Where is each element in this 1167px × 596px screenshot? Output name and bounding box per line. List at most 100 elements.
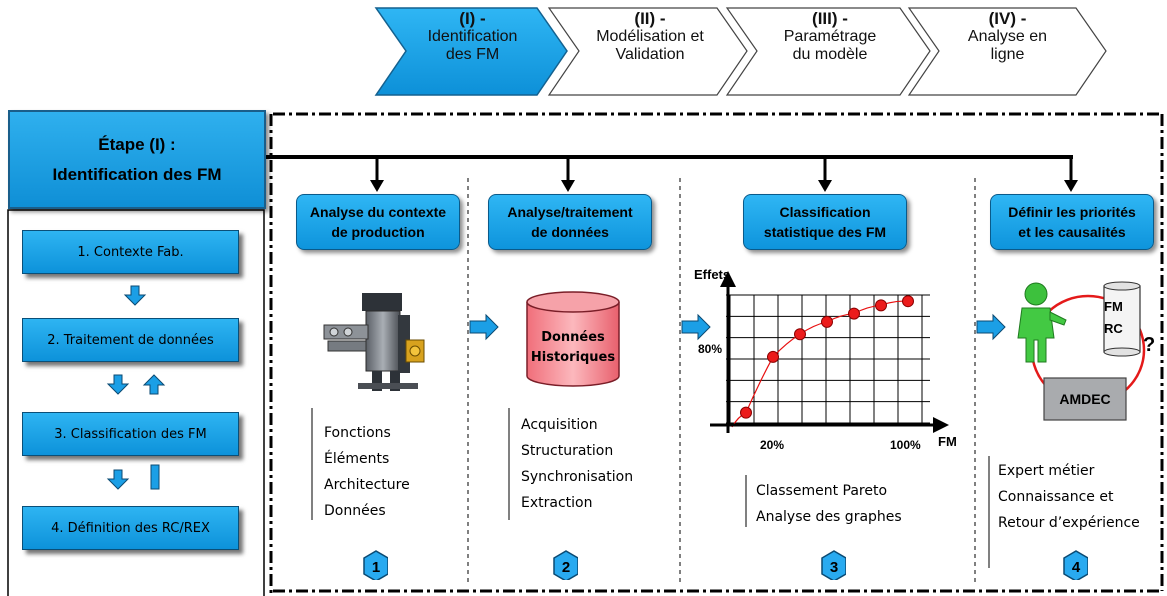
pareto-x-tick-end: 100% [890,438,921,452]
stage-line2: Identification des FM [52,164,222,184]
pareto-point [794,328,806,341]
bar-mark [150,464,160,490]
machine-icon [323,293,425,391]
column-1-head-line2: de production [331,224,425,240]
pareto-point [740,406,752,419]
col-arrow-1 [469,313,499,341]
left-step-1: 1. Contexte Fab. [22,230,239,274]
pareto-point [848,307,860,320]
col-arrow-2 [681,313,711,341]
list-item: Expert métier [998,463,1095,479]
pareto-point [767,350,779,363]
pareto-chart: Effets FM 80% 20% 100% [694,267,957,452]
step-1-number: (I) - [459,9,486,28]
pareto-y-label: Effets [694,267,730,282]
list-item: Structuration [521,443,614,459]
pareto-point [875,299,887,312]
step-2-line1: Modélisation et [596,28,704,45]
column-1-head-line1: Analyse du contexte [309,204,447,220]
chevron-step-3 [725,7,931,96]
badge-1: 1 [363,550,388,580]
column-4-head-line2: et les causalités [1018,224,1126,240]
list-item: Données [324,503,386,519]
up-arrow [142,374,166,395]
chevron-step-4 [907,7,1107,96]
scroll-text: FM RC [1104,296,1123,340]
chevron-step-1-label: (I) - Identification des FM [405,10,540,64]
pareto-point [821,315,833,328]
stage-line1: Étape (I) : [98,134,176,154]
down-arrow-3 [106,469,130,490]
column-4-header: Définir les priorités et les causalités [990,194,1154,250]
scroll-icon [1103,281,1141,357]
list-item: Classement Pareto [756,483,888,499]
expert-person-icon [1017,282,1067,363]
list-item: Fonctions [324,425,391,441]
step-3-line1: Paramétrage [783,28,877,45]
chevron-step-2-label: (II) - Modélisation et Validation [575,10,725,64]
step-2-line2: Validation [615,46,685,63]
badge-2-number: 2 [562,559,570,576]
chevron-step-1 [374,7,568,96]
column-3-header: Classification statistique des FM [743,194,907,250]
step-4-line2: ligne [990,46,1025,63]
step-3-number: (III) - [812,9,848,28]
list-item: Extraction [521,495,593,511]
left-step-2: 2. Traitement de données [22,318,239,362]
amdec-diagram [1017,281,1146,421]
process-chevrons [374,7,1107,96]
list-item: Analyse des graphes [756,509,902,525]
step-3-line2: du modèle [792,46,868,63]
step-4-line1: Analyse en [967,28,1048,45]
scroll-line2: RC [1104,321,1123,336]
column-3-list: Classement Pareto Analyse des graphes [756,478,902,530]
list-item: Retour d’expérience [998,515,1140,531]
down-arrow-1 [123,285,147,306]
column-2-list: Acquisition Structuration Synchronisatio… [521,412,633,516]
chevron-step-2 [547,7,748,96]
column-3-head-line1: Classification [779,204,871,220]
down-arrow-2 [106,374,130,395]
column-4-head-line1: Définir les priorités [1008,204,1136,220]
list-item: Acquisition [521,417,598,433]
step-4-number: (IV) - [988,9,1027,28]
chevron-step-3-label: (III) - Paramétrage du modèle [760,10,900,64]
column-2-header: Analyse/traitement de données [488,194,652,250]
left-step-3: 3. Classification des FM [22,412,239,456]
badge-4-number: 4 [1072,559,1081,576]
badge-3-number: 3 [830,559,838,576]
amdec-label: AMDEC [1059,391,1111,407]
database-icon [526,291,620,387]
pareto-y-tick: 80% [698,342,722,356]
question-mark: ? [1143,334,1156,356]
list-item: Architecture [324,477,410,493]
column-2-head-line2: de données [531,224,609,240]
database-line2: Historiques [530,350,616,365]
database-line1: Données [541,330,605,345]
pareto-x-label: FM [938,434,957,449]
badge-2: 2 [553,550,578,580]
list-item: Connaissance et [998,489,1114,505]
pareto-x-tick-start: 20% [760,438,784,452]
column-1-header: Analyse du contexte de production [296,194,460,250]
column-3-head-line2: statistique des FM [763,224,887,240]
chevron-step-4-label: (IV) - Analyse en ligne [940,10,1075,64]
step-1-line1: Identification [427,28,518,45]
column-4-list: Expert métier Connaissance et Retour d’e… [998,458,1140,536]
list-item: Éléments [324,451,390,467]
step-2-number: (II) - [634,9,666,28]
scroll-line1: FM [1104,299,1123,314]
list-item: Synchronisation [521,469,634,485]
column-2-head-line1: Analyse/traitement [507,204,633,220]
step-1-line2: des FM [445,46,500,63]
column-1-list: Fonctions Éléments Architecture Données [324,420,410,524]
badge-4: 4 [1063,550,1088,580]
left-step-4: 4. Définition des RC/REX [22,506,239,550]
database-label: Données Historiques [523,328,623,368]
amdec-box [1043,377,1127,421]
stage-title-box: Étape (I) : Identification des FM [8,110,266,209]
badge-3: 3 [821,550,846,580]
col-arrow-3 [976,313,1006,341]
pareto-point [902,295,914,308]
